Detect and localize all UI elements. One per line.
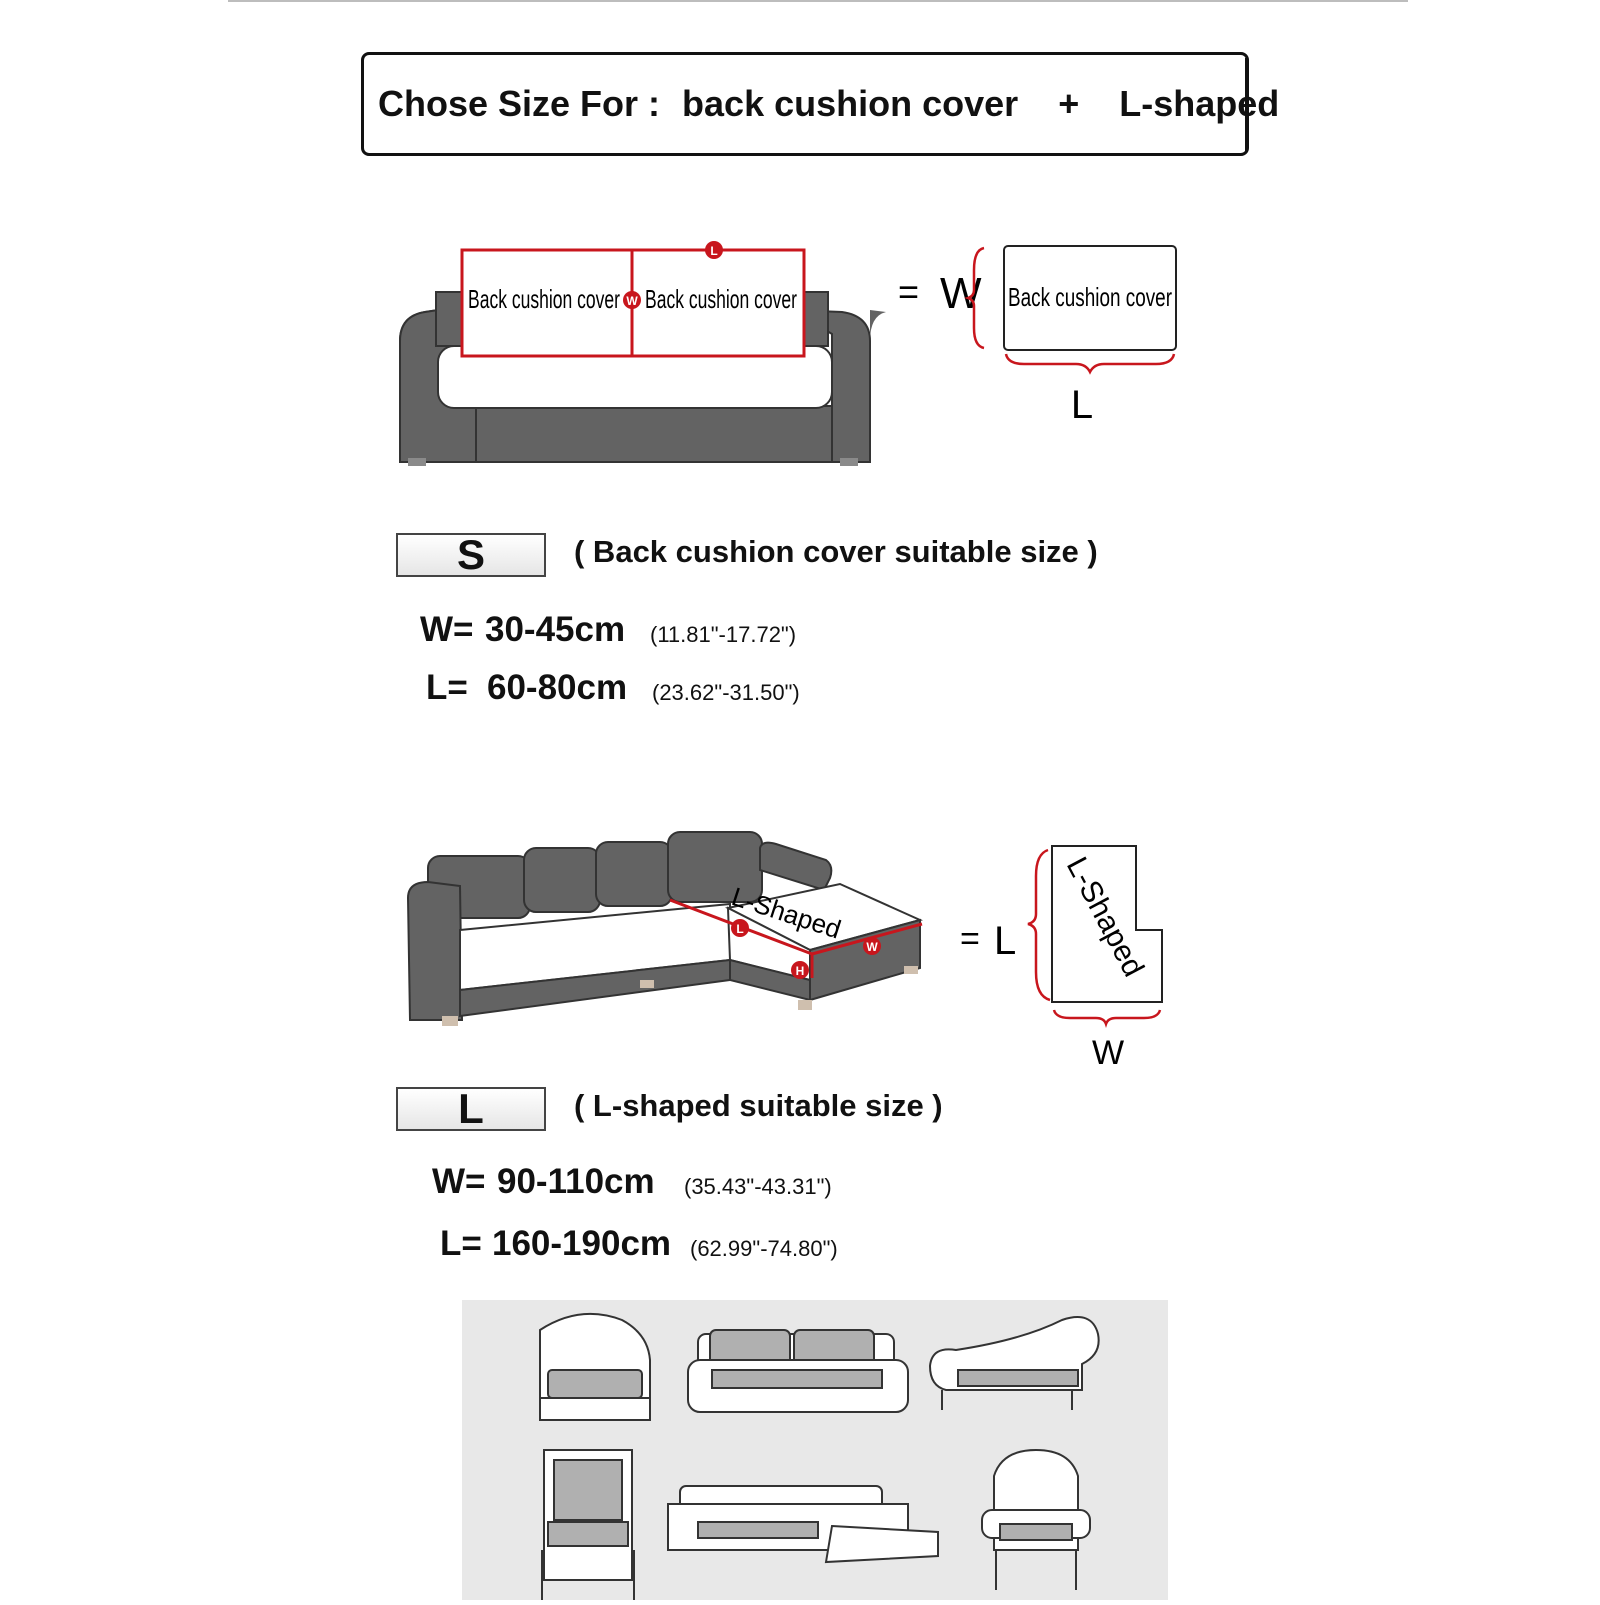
size-s-w-inch: (11.81"-17.72") — [650, 622, 797, 647]
l-marker-badge — [731, 919, 749, 937]
back-cushion-right — [630, 248, 806, 358]
armchair-icon — [541, 1449, 635, 1600]
size-s-caption: ( Back cushion cover suitable size ) — [574, 534, 1098, 569]
size-l-l-label: L= — [440, 1224, 482, 1263]
top-divider — [228, 0, 1408, 2]
marker-l-text: L — [710, 244, 717, 258]
equals-sign: = — [898, 271, 919, 312]
size-l-w-label: W= — [432, 1162, 486, 1201]
dimension-w-label: W — [940, 269, 982, 318]
dimension-l-label: L — [1071, 383, 1093, 427]
size-l-w-value: 90-110cm — [497, 1162, 655, 1201]
l-dimension-w-label: W — [1092, 1034, 1124, 1072]
size-selector-header: Chose Size For : back cushion cover + L-… — [361, 52, 1279, 156]
size-s-w-label: W= — [420, 610, 474, 649]
compatible-sofa-gallery — [462, 1300, 1168, 1600]
h-marker-badge — [791, 961, 809, 979]
l-shaped-sofa-illustration — [406, 831, 923, 1026]
l-shaped-sofa-diagram: L-Shaped L W H = L L-Shaped W — [406, 831, 1163, 1072]
size-l-badge: L — [396, 1085, 546, 1132]
header-label: Chose Size For : — [378, 83, 661, 124]
marker-l-badge — [705, 241, 723, 259]
l-equals-sign: = — [960, 920, 980, 958]
back-cushion-left-label: Back cushion cover — [468, 284, 620, 314]
sofa-diagram: Back cushion cover Back cushion cover L … — [399, 241, 1177, 466]
size-l-l-value: 160-190cm — [492, 1224, 672, 1263]
marker-w-badge — [623, 291, 641, 309]
header-item-l-shaped: L-shaped — [1119, 83, 1280, 124]
l-shape-detail — [1051, 845, 1163, 1003]
size-l-w-inch: (35.43"-43.31") — [684, 1174, 832, 1199]
header-cursor-bar — [1245, 58, 1248, 152]
wingback-chair-icon — [981, 1448, 1091, 1590]
tub-chair-icon — [539, 1312, 651, 1421]
header-item-back-cushion: back cushion cover — [682, 83, 1019, 124]
sofa-types-illustration — [539, 1312, 1100, 1600]
header-plus: + — [1058, 83, 1080, 124]
l-marker-text: L — [736, 922, 743, 936]
size-s-badge: S — [396, 531, 546, 578]
size-s-w-value: 30-45cm — [485, 610, 626, 649]
size-l-l-inch: (62.99"-74.80") — [690, 1236, 838, 1261]
w-marker-badge — [863, 937, 881, 955]
l-brace — [1004, 353, 1176, 375]
chaise-lounge-icon — [928, 1316, 1100, 1410]
sectional-sofa-icon — [667, 1485, 939, 1564]
back-cushion-right-label: Back cushion cover — [645, 284, 797, 314]
back-cushion-detail — [1003, 245, 1177, 351]
w-shape-brace — [1052, 1009, 1162, 1028]
size-l-caption: ( L-shaped suitable size ) — [574, 1088, 943, 1123]
size-s-l-inch: (23.62"-31.50") — [652, 680, 800, 705]
l-shape-brace — [1027, 848, 1051, 1002]
marker-w-text: W — [626, 294, 638, 308]
back-cushion-detail-label: Back cushion cover — [1008, 282, 1172, 312]
size-s-l-label: L= — [426, 668, 468, 707]
l-dimension-l-label: L — [994, 919, 1016, 963]
loveseat-icon — [687, 1329, 909, 1413]
w-marker-text: W — [866, 940, 878, 954]
size-s-l-value: 60-80cm — [487, 668, 628, 707]
w-brace — [964, 246, 985, 350]
h-marker-text: H — [796, 964, 805, 978]
